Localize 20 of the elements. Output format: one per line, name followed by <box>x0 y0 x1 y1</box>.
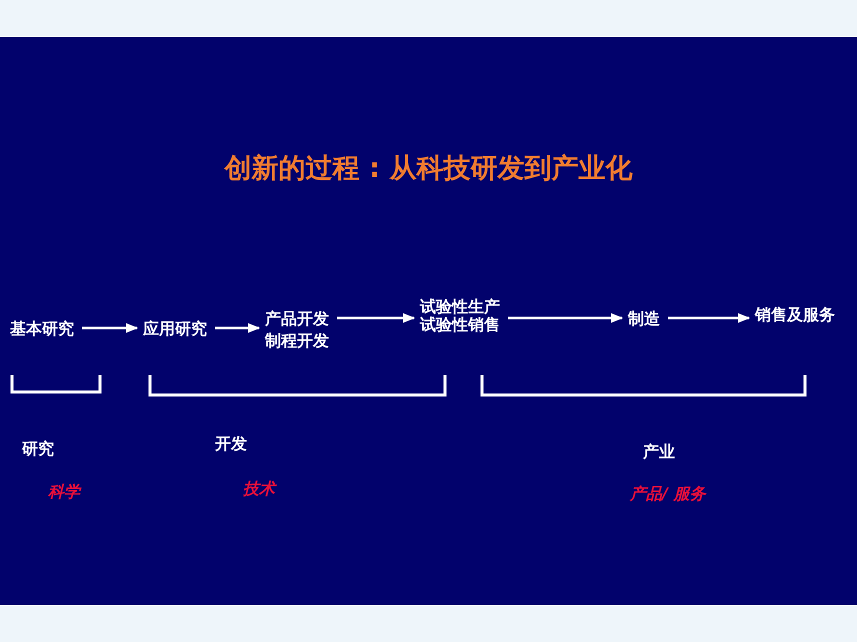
step-text: 制程开发 <box>265 330 329 352</box>
stage-label: 研究 <box>22 439 54 460</box>
arrow <box>82 323 138 333</box>
step-text: 基本研究 <box>10 318 74 340</box>
field-label: 技术 <box>243 479 275 500</box>
title: 创新的过程 : 从科技研发到产业化 <box>223 152 634 186</box>
stage-label: 产业 <box>643 442 675 463</box>
field-label: 科学 <box>48 482 80 503</box>
arrow <box>508 313 624 323</box>
step-text: 制造 <box>628 308 660 330</box>
step-text: 试验性生产 <box>420 298 500 316</box>
step-text: 试验性销售 <box>420 316 500 334</box>
arrow <box>337 313 416 323</box>
step-text: 应用研究 <box>143 318 207 340</box>
stage-label: 开发 <box>215 434 247 455</box>
arrow <box>668 313 750 323</box>
step-text: 产品开发 <box>265 308 329 330</box>
arrow <box>215 323 260 333</box>
step-text: 销售及服务 <box>755 304 835 326</box>
field-label: 产品/ 服务 <box>630 484 706 505</box>
